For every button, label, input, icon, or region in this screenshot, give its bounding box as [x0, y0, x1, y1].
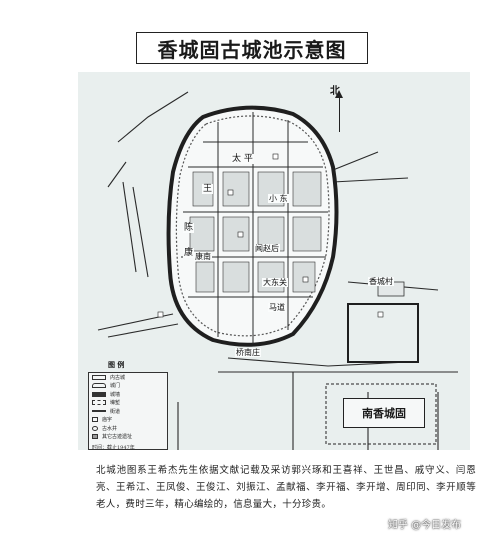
label-taiping: 太 平 [231, 154, 254, 164]
label-xiao-dong: 小 东 [268, 194, 289, 203]
map-date: 时间：截止1947年 [92, 445, 135, 451]
legend-street-icon [92, 410, 106, 413]
legend-gate-icon [92, 383, 106, 389]
legend-moat-icon [92, 400, 106, 406]
legend-item: 街道 [89, 407, 167, 416]
legend-item: 古水井 [89, 424, 167, 433]
map-drawing [97, 91, 458, 450]
north-arrow-icon [335, 90, 343, 132]
legend-wall-icon [92, 374, 106, 380]
south-village-outline [325, 383, 437, 445]
map-title-text: 香城固古城池示意图 [157, 37, 347, 62]
legend-item: 城墙 [89, 390, 167, 399]
road-west-spur [107, 161, 127, 188]
legend-item: 庙宇 [89, 416, 167, 425]
label-dadong: 大东关 [262, 278, 288, 287]
temple-markers [157, 153, 384, 318]
label-kangnan: 康南 [194, 252, 212, 261]
interior-streets [181, 112, 328, 344]
legend-item: 内古城 [89, 373, 167, 382]
south-xiangchenggu-label: 南香城固 [362, 407, 406, 420]
watermark: 知乎 @今日发布 [388, 520, 462, 531]
road-northwest [117, 91, 189, 143]
legend-temple-icon [92, 417, 98, 423]
roads [97, 91, 458, 450]
label-zhao-qiu: 闻赵后 [254, 244, 280, 253]
label-wang: 王 [202, 184, 214, 194]
legend-item: 壕堑 [89, 399, 167, 408]
road-west [122, 181, 137, 273]
legend-item: 城门 [89, 382, 167, 391]
road-west-2 [132, 186, 149, 278]
legend-item: 其它古迹遗址 [89, 433, 167, 442]
label-chen: 陈 [183, 223, 195, 233]
east-compound [347, 303, 419, 363]
label-kang: 康 [183, 248, 195, 258]
label-xiangcheng-cun: 香城村 [368, 277, 394, 286]
legend-well-icon [92, 425, 98, 431]
legend-citywall-icon [92, 391, 106, 397]
road-east [332, 177, 409, 183]
map-description: 北城池图系王希杰先生依据文献记载及采访郭兴琢和王喜祥、王世昌、戚守义、闫恩亮、王… [96, 465, 476, 510]
south-xiangchenggu-box: 南香城固 [343, 398, 425, 428]
label-maxiang: 马道 [268, 303, 286, 312]
road-southwest-2 [107, 323, 179, 338]
legend-title: 图 例 [108, 360, 125, 369]
road-south [227, 357, 409, 367]
map-title: 香城固古城池示意图 [136, 32, 368, 64]
city-wall-inner [175, 115, 330, 337]
legend: 内古城 城门 城墙 壕堑 街道 庙宇 古水井 其它古迹遗址 [88, 372, 168, 450]
label-qiaonan: 桥南庄 [235, 348, 261, 357]
legend-ruins-icon [92, 434, 98, 440]
road-northeast [327, 151, 379, 173]
